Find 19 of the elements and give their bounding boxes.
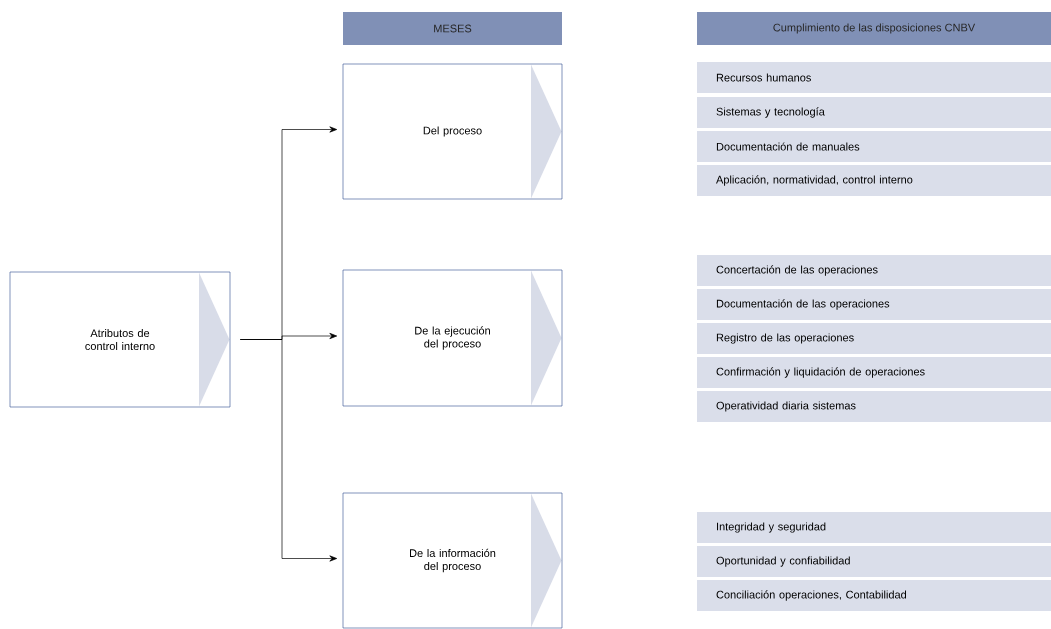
header-band: Cumplimiento de las disposiciones CNBV	[697, 12, 1051, 45]
process-box: Del proceso	[342, 63, 563, 200]
item-bar: Operatividad diaria sistemas	[697, 391, 1051, 422]
arrow	[239, 339, 338, 562]
item-bar: Recursos humanos	[697, 62, 1051, 93]
item-bar: Integridad y seguridad	[697, 512, 1051, 543]
process-box: De la información del proceso	[342, 492, 563, 629]
item-bar: Confirmación y liquidación de operaciones	[697, 357, 1051, 388]
item-bar: Registro de las operaciones	[697, 323, 1051, 354]
item-bar: Documentación de las operaciones	[697, 289, 1051, 320]
item-bar: Sistemas y tecnología	[697, 97, 1051, 128]
process-box: De la ejecución del proceso	[342, 269, 563, 407]
item-bar: Concertación de las operaciones	[697, 255, 1051, 286]
item-bar: Aplicación, normatividad, control interno	[697, 165, 1051, 196]
header-band: MESES	[343, 12, 562, 45]
item-bar: Oportunidad y confiabilidad	[697, 546, 1051, 577]
item-bar: Conciliación operaciones, Contabilidad	[697, 580, 1051, 611]
item-bar: Documentación de manuales	[697, 131, 1051, 162]
process-box: Atributos de control interno	[9, 271, 231, 408]
